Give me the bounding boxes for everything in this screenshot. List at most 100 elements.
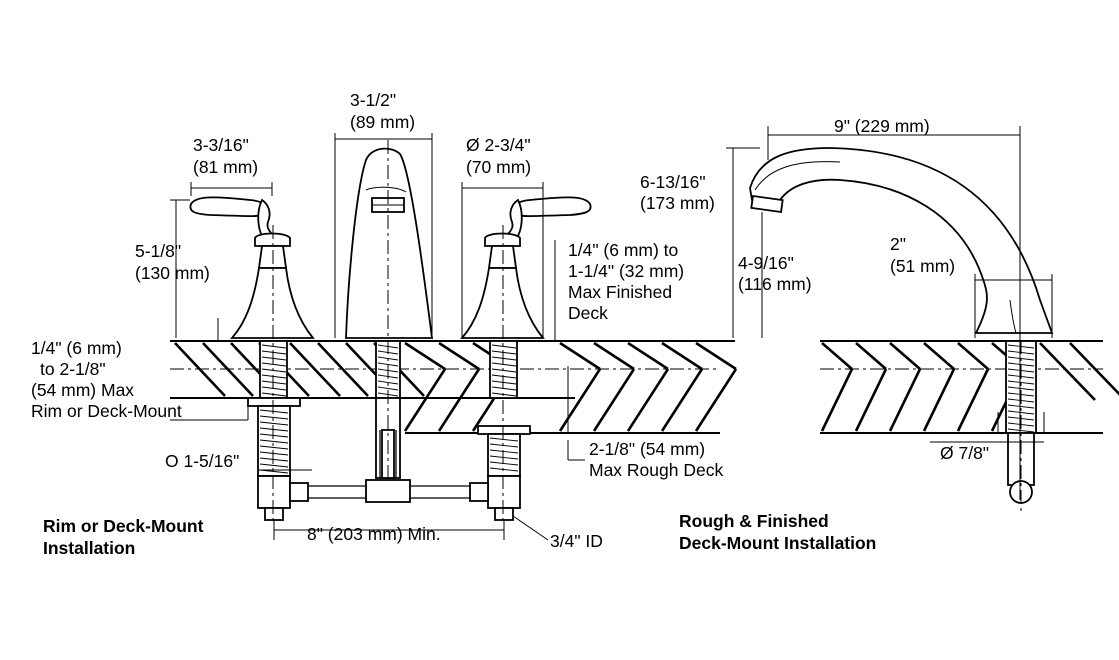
hatch-stroke	[174, 342, 226, 397]
rim-label-4: Rim or Deck-Mount	[31, 401, 182, 421]
thread-line	[261, 392, 287, 397]
hatch-stroke	[820, 368, 854, 432]
thread-line	[259, 427, 289, 432]
thread-line	[491, 386, 517, 391]
hatch-stroke	[1039, 342, 1096, 401]
hatch-stroke	[889, 342, 921, 370]
finished-deck-label-2: 1-1/4" (32 mm)	[568, 261, 684, 281]
thread-line	[377, 380, 399, 385]
spacing-label: 8" (203 mm) Min.	[307, 524, 441, 544]
dimension-lines	[170, 126, 1053, 541]
thread-line	[491, 362, 517, 367]
thread-line	[259, 445, 289, 450]
spout-clearance-label: 4-9/16"	[738, 253, 794, 273]
caption-left-line-1: Rim or Deck-Mount	[43, 516, 204, 536]
thread-line	[261, 344, 287, 349]
finished-deck-label-4: Deck	[568, 303, 608, 323]
thread-line	[259, 433, 289, 438]
hatch-stroke	[923, 342, 955, 370]
thread-line	[489, 467, 519, 472]
spout-base-label: 2"	[890, 234, 906, 254]
hatch-stroke	[438, 341, 480, 371]
thread-line	[491, 356, 517, 361]
thread-line	[489, 455, 519, 460]
thread-line	[259, 439, 289, 444]
thread-line	[1007, 404, 1035, 409]
thread-line	[1007, 362, 1035, 367]
thread-line	[259, 457, 289, 462]
caption-right-line-2: Deck-Mount Installation	[679, 533, 876, 553]
thread-line	[261, 386, 287, 391]
thread-line	[491, 374, 517, 379]
thread-line	[259, 409, 289, 414]
thread-line	[489, 443, 519, 448]
rim-label-1: 1/4" (6 mm)	[31, 338, 122, 358]
dimension-labels: 3-3/16" (81 mm) 3-1/2" (89 mm) Ø 2-3/4" …	[31, 90, 989, 551]
thread-line	[489, 461, 519, 466]
hatch-stroke	[437, 368, 481, 432]
hatch-stroke	[957, 342, 989, 370]
hatch-stroke	[289, 342, 341, 397]
spout-rim-mount	[345, 147, 434, 479]
hatch-stroke	[660, 368, 704, 432]
rim-label-2: to 2-1/8"	[40, 359, 106, 379]
thread-line	[1007, 386, 1035, 391]
thread-line	[261, 380, 287, 385]
left-handle-valve	[189, 196, 315, 521]
captions: Rim or Deck-Mount Installation Rough & F…	[43, 511, 876, 558]
spout-base-mm-label: (51 mm)	[890, 256, 955, 276]
escutcheon-dia-mm-label: (70 mm)	[466, 157, 531, 177]
hatch-stroke	[559, 341, 601, 371]
thread-line	[259, 451, 289, 456]
hatch-stroke	[821, 342, 853, 370]
supply-hose-connection	[289, 430, 489, 503]
hatch-stroke	[592, 368, 636, 432]
finished-deck-label-3: Max Finished	[568, 282, 672, 302]
hatch-stroke	[956, 368, 990, 432]
hatch-stroke	[558, 368, 602, 432]
hatch-stroke	[317, 342, 369, 397]
thread-line	[491, 392, 517, 397]
handle-width-label: 3-3/16"	[193, 135, 249, 155]
caption-right-line-1: Rough & Finished	[679, 511, 829, 531]
thread-line	[491, 368, 517, 373]
thread-line	[261, 356, 287, 361]
reach-label: 9" (229 mm)	[834, 116, 930, 136]
thread-line	[1007, 428, 1035, 433]
inlet-label: 3/4" ID	[550, 531, 603, 551]
thread-line	[1007, 410, 1035, 415]
thread-line	[377, 362, 399, 367]
hatch-stroke	[855, 342, 887, 370]
rough-deck-label-2: Max Rough Deck	[589, 460, 723, 480]
spout-height-label: 6-13/16"	[640, 172, 706, 192]
thread-line	[261, 368, 287, 373]
thread-line	[491, 350, 517, 355]
shank-dia-label: Ø 7/8"	[940, 443, 989, 463]
hatch-stroke	[627, 341, 669, 371]
thread-line	[491, 344, 517, 349]
hatch-stroke	[694, 368, 738, 432]
thread-line	[489, 449, 519, 454]
hatch-stroke	[922, 368, 956, 432]
rough-deck-label-1: 2-1/8" (54 mm)	[589, 439, 705, 459]
hatch-stroke	[593, 341, 635, 371]
handle-height-mm-label: (130 mm)	[135, 263, 210, 283]
hatch-stroke	[626, 368, 670, 432]
thread-line	[261, 374, 287, 379]
hatch-stroke	[695, 341, 737, 371]
deck-section-left	[170, 340, 738, 434]
thread-line	[261, 362, 287, 367]
hatch-stroke	[403, 368, 447, 432]
hatch-stroke	[1069, 342, 1119, 396]
spout-width-label: 3-1/2"	[350, 90, 396, 110]
deck-section-right	[820, 340, 1119, 434]
spout-width-mm-label: (89 mm)	[350, 112, 415, 132]
hatch-stroke	[661, 341, 703, 371]
hatch-stroke	[888, 368, 922, 432]
hatch-stroke	[404, 341, 446, 371]
thread-line	[261, 350, 287, 355]
hatch-stroke	[202, 342, 254, 397]
spout-deck-mount	[749, 147, 1054, 504]
handle-height-label: 5-1/8"	[135, 241, 181, 261]
thread-line	[259, 421, 289, 426]
